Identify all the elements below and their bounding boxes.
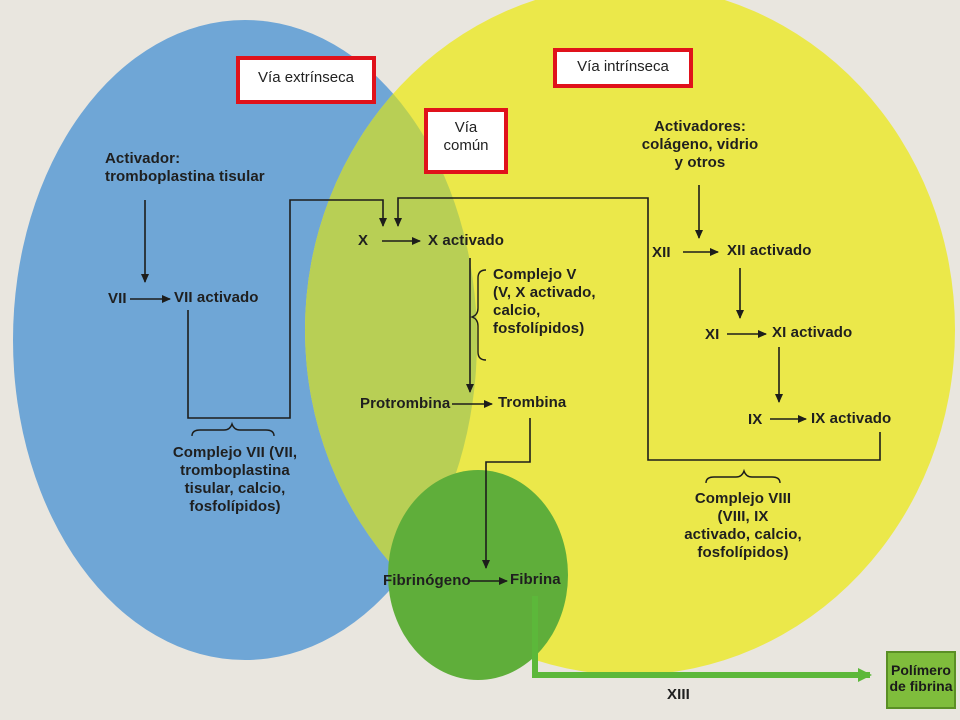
- complex-viii-line2: (VIII, IX: [717, 508, 769, 525]
- factor-xii-activated: XII activado: [727, 242, 812, 259]
- complex-vii-line2: tromboplastina: [180, 462, 290, 479]
- complex-vii-line4: fosfolípidos): [189, 498, 281, 515]
- factor-xiii: XIII: [667, 686, 690, 703]
- complex-v-line4: fosfolípidos): [493, 320, 585, 337]
- extrinsic-activator-line1: Activador:: [105, 150, 181, 167]
- brace-complex-viii: [705, 468, 781, 484]
- fibrinogen: Fibrinógeno: [383, 572, 471, 589]
- arrow-fibrin-to-polymer: [532, 596, 872, 682]
- fibrin-polymer-line2: de fibrina: [889, 678, 953, 694]
- common-pathway-title-line1: Vía: [454, 119, 478, 136]
- extrinsic-activator-label: Activador: tromboplastina tisular: [105, 150, 265, 186]
- extrinsic-activator-line2: tromboplastina tisular: [105, 168, 265, 185]
- fibrin: Fibrina: [510, 571, 561, 588]
- factor-vii-activated: VII activado: [174, 289, 259, 306]
- complex-viii-label: Complejo VIII (VIII, IX activado, calcio…: [668, 490, 818, 562]
- factor-xi-activated: XI activado: [772, 324, 853, 341]
- intrinsic-pathway-title: Vía intrínseca: [553, 48, 693, 88]
- complex-v-line2: (V, X activado,: [493, 284, 596, 301]
- complex-v-line1: Complejo V: [493, 266, 577, 283]
- brace-complex-vii: [191, 421, 275, 437]
- factor-ix: IX: [748, 411, 763, 428]
- complex-viii-line1: Complejo VIII: [694, 490, 792, 507]
- common-pathway-title: Vía común: [424, 108, 508, 174]
- factor-ix-activated: IX activado: [811, 410, 892, 427]
- complex-vii-line3: tisular, calcio,: [184, 480, 286, 497]
- arrow-viia-to-x: [187, 199, 387, 419]
- complex-vii-label: Complejo VII (VII, tromboplastina tisula…: [150, 444, 320, 516]
- extrinsic-pathway-title-text: Vía extrínseca: [258, 69, 354, 86]
- brace-complex-v: [469, 269, 487, 361]
- intrinsic-pathway-title-text: Vía intrínseca: [577, 58, 669, 75]
- intrinsic-activators-line2: colágeno, vidrio: [641, 136, 759, 153]
- prothrombin: Protrombina: [360, 395, 451, 412]
- thrombin: Trombina: [498, 394, 567, 411]
- extrinsic-pathway-title: Vía extrínseca: [236, 56, 376, 104]
- complex-viii-line3: activado, calcio,: [684, 526, 802, 543]
- common-pathway-title-line2: común: [443, 137, 489, 154]
- intrinsic-activators-line3: y otros: [674, 154, 726, 171]
- factor-x: X: [358, 232, 369, 249]
- factor-vii: VII: [108, 290, 127, 307]
- fibrin-polymer-line1: Polímero: [891, 662, 951, 678]
- fibrin-circle: [388, 470, 568, 680]
- arrow-ixa-to-x: [394, 197, 881, 461]
- complex-v-line3: calcio,: [493, 302, 541, 319]
- factor-x-activated: X activado: [428, 232, 505, 249]
- complex-v-label: Complejo V (V, X activado, calcio, fosfo…: [493, 266, 596, 338]
- intrinsic-activators-line1: Activadores:: [653, 118, 747, 135]
- intrinsic-activators-label: Activadores: colágeno, vidrio y otros: [615, 118, 785, 172]
- fibrin-polymer-box: Polímero de fibrina: [886, 651, 956, 709]
- factor-xi: XI: [705, 326, 720, 343]
- arrow-thrombin-to-fibrin: [482, 418, 531, 569]
- factor-xii: XII: [652, 244, 671, 261]
- complex-vii-line1: Complejo VII (VII,: [172, 444, 298, 461]
- complex-viii-line4: fosfolípidos): [697, 544, 789, 561]
